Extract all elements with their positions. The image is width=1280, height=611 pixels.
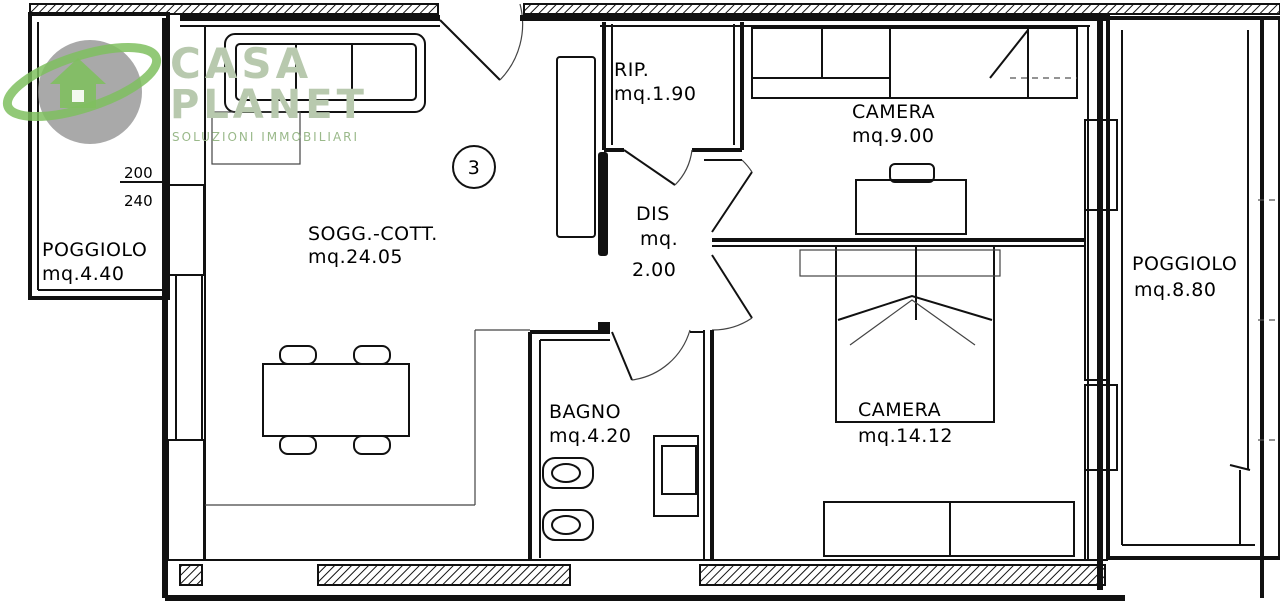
sofa-table [211,111,301,165]
label-rip-area: mq.1.90 [614,83,696,105]
label-poggiolo-right-area: mq.8.80 [1134,279,1216,301]
left-windows [167,184,205,561]
dresser [823,501,1075,557]
window-dim-bottom: 240 [124,192,153,210]
casa-planet-logo: CASA PLANET SOLUZIONI IMMOBILIARI [2,39,368,144]
unit-number-circle [452,145,496,189]
desk [855,179,967,235]
label-dis-unit: mq. [640,228,678,250]
right-balcony [1106,16,1280,598]
wardrobe-camera-small [751,27,1078,99]
label-dis-name: DIS [636,203,670,225]
top-parapet-left [29,3,439,15]
label-rip-name: RIP. [614,59,649,81]
logo-tagline: SOLUZIONI IMMOBILIARI [172,130,359,144]
sofa [224,33,426,113]
bottom-window-right [699,564,1106,586]
interior-walls [205,22,1085,560]
window-dim-top: 200 [124,164,153,182]
label-soggiorno-name: SOGG.-COTT. [308,223,438,245]
label-poggiolo-left-area: mq.4.40 [42,263,124,285]
label-bagno-name: BAGNO [549,401,621,423]
desk-chair [889,163,935,183]
label-poggiolo-left-name: POGGIOLO [42,239,147,261]
logo-line2: PLANET [170,82,368,128]
label-camera-small-name: CAMERA [852,101,935,123]
dining-table [262,345,410,455]
label-poggiolo-right-name: POGGIOLO [1132,253,1237,275]
logo-line1: CASA [170,39,312,88]
label-dis-area: 2.00 [632,259,676,281]
left-balcony [28,12,170,300]
bottom-corner-block [179,564,203,586]
bottom-window-left [317,564,571,586]
top-parapet-right [523,3,1280,15]
house-icon [50,58,106,84]
label-camera-large-name: CAMERA [858,399,941,421]
unit-number: 3 [468,157,481,179]
kitchen-counter [556,56,596,238]
bathroom-fixtures [542,435,699,541]
label-camera-small-area: mq.9.00 [852,125,934,147]
label-camera-large-area: mq.14.12 [858,425,953,447]
label-bagno-area: mq.4.20 [549,425,631,447]
label-soggiorno-area: mq.24.05 [308,246,403,268]
double-bed [799,245,1001,423]
